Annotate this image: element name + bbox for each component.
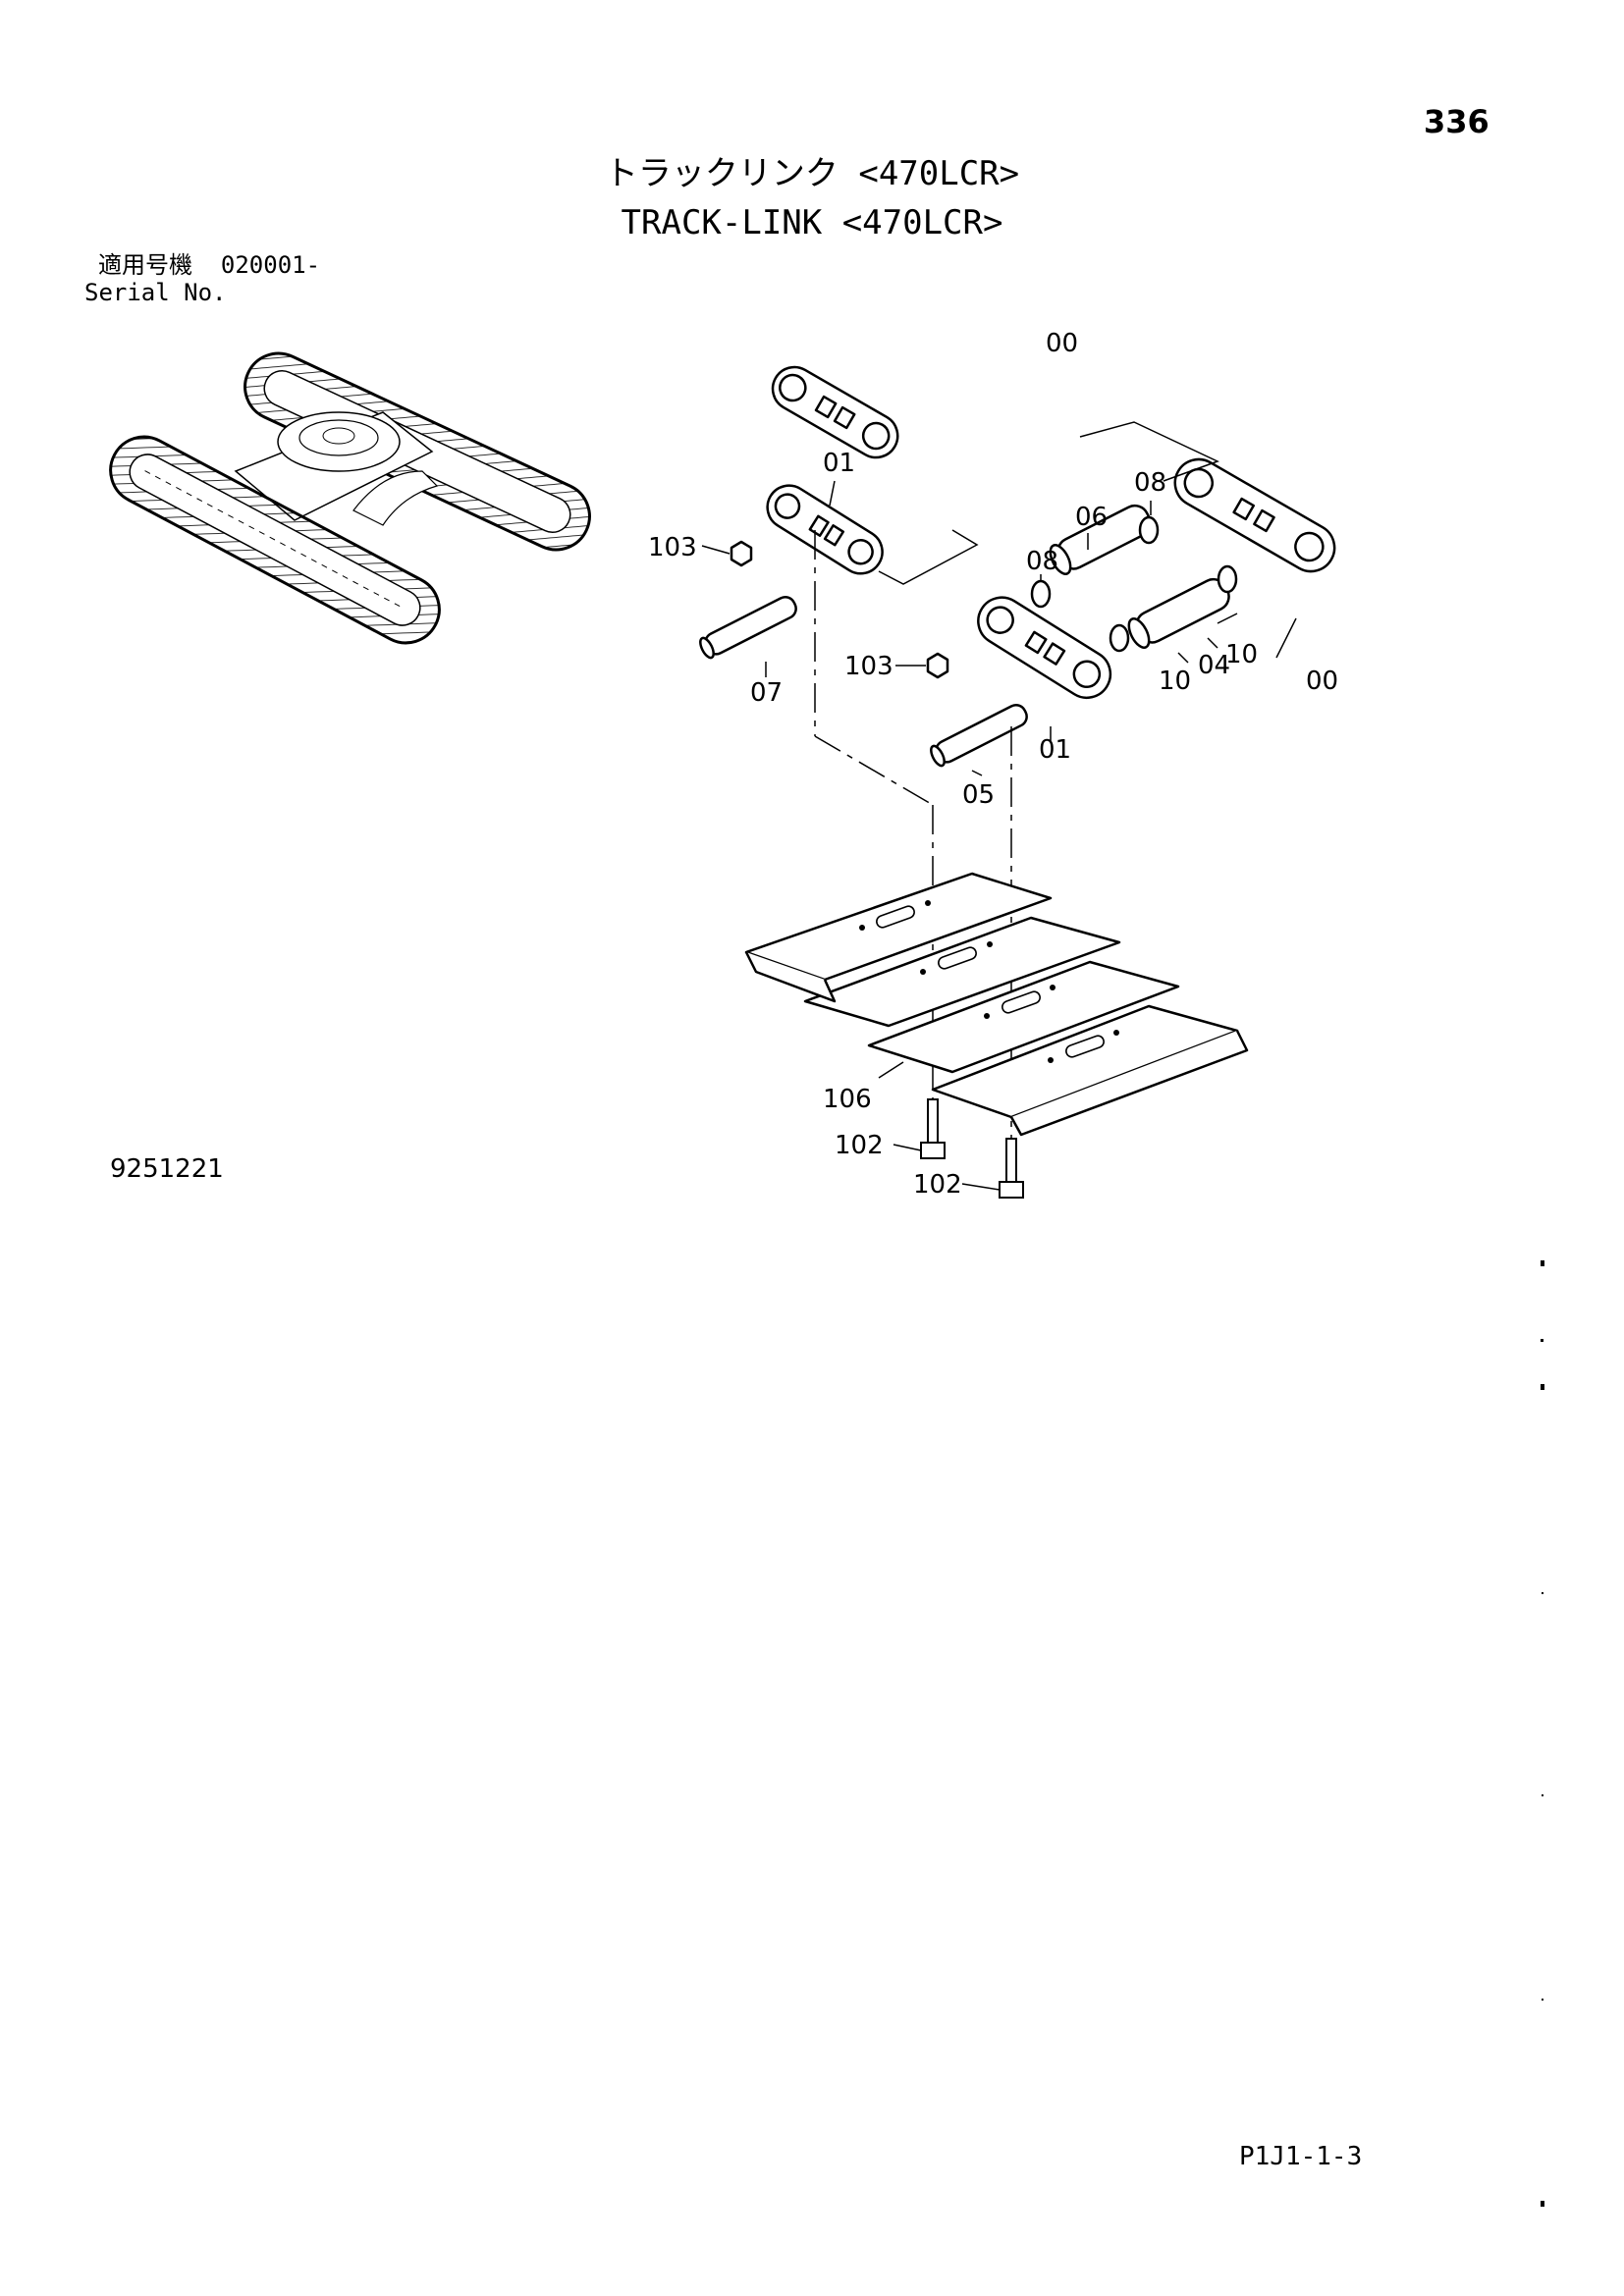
callout-08-b: 08 <box>1134 468 1166 498</box>
callout-102-b: 102 <box>913 1170 962 1200</box>
scan-mark <box>1542 1794 1543 1796</box>
seal-08-a <box>1030 579 1052 609</box>
serial-value: 020001- <box>220 251 321 279</box>
figure-number: 9251221 <box>110 1154 224 1184</box>
scan-mark <box>1541 2201 1544 2207</box>
page-title: TRACK-LINK <470LCR> <box>621 203 1003 242</box>
bolt-102-a <box>920 1098 946 1159</box>
serial-label: Serial No. <box>84 279 227 306</box>
page-number: 336 <box>1424 103 1489 140</box>
callout-06: 06 <box>1075 503 1108 532</box>
callout-103-left: 103 <box>648 533 697 562</box>
track-link-right <box>1173 457 1336 573</box>
nut-103-left <box>730 540 753 567</box>
page-title-japanese: トラックリンク <470LCR> <box>604 154 1020 193</box>
seal-10-a <box>1109 623 1130 653</box>
bolt-102-b <box>999 1138 1024 1199</box>
bushing-04 <box>1127 577 1230 649</box>
pin-05 <box>930 703 1028 768</box>
track-link-mid <box>977 596 1112 700</box>
callout-10-a: 10 <box>1159 667 1191 696</box>
seal-10-b <box>1217 564 1238 594</box>
callout-00-right: 00 <box>1306 667 1338 696</box>
undercarriage-overview-illustration <box>109 351 591 645</box>
track-link-left <box>766 484 884 575</box>
callout-00-top: 00 <box>1046 329 1078 358</box>
track-link-exploded-diagram: 00 01 103 07 08 06 08 103 10 04 10 00 01… <box>648 329 1338 1200</box>
track-shoe-plates <box>744 872 1249 1137</box>
scan-mark <box>1541 1260 1544 1266</box>
sheet-code: P1J1-1-3 <box>1239 2142 1363 2171</box>
scan-mark <box>1541 1384 1544 1390</box>
track-link-top <box>771 365 899 459</box>
callout-07: 07 <box>750 678 783 708</box>
callout-10-b: 10 <box>1225 640 1258 669</box>
serial-line-japanese: 適用号機 020001- <box>98 253 320 277</box>
scan-mark <box>1541 1339 1543 1342</box>
callout-103-mid: 103 <box>844 652 893 681</box>
callout-08-a: 08 <box>1026 547 1058 576</box>
seal-08-b <box>1138 515 1160 545</box>
callout-102-a: 102 <box>835 1131 884 1160</box>
scan-mark <box>1542 1592 1543 1594</box>
serial-label-japanese: 適用号機 <box>98 251 192 279</box>
callout-05: 05 <box>962 780 995 810</box>
callout-04: 04 <box>1198 651 1230 680</box>
callout-106: 106 <box>823 1085 872 1114</box>
callout-01-mid: 01 <box>1039 735 1071 765</box>
scan-mark <box>1542 1999 1543 2001</box>
bushing-06 <box>1049 504 1152 575</box>
nut-103-mid <box>926 652 949 679</box>
callout-01-left: 01 <box>823 449 855 478</box>
pin-07 <box>699 595 797 660</box>
